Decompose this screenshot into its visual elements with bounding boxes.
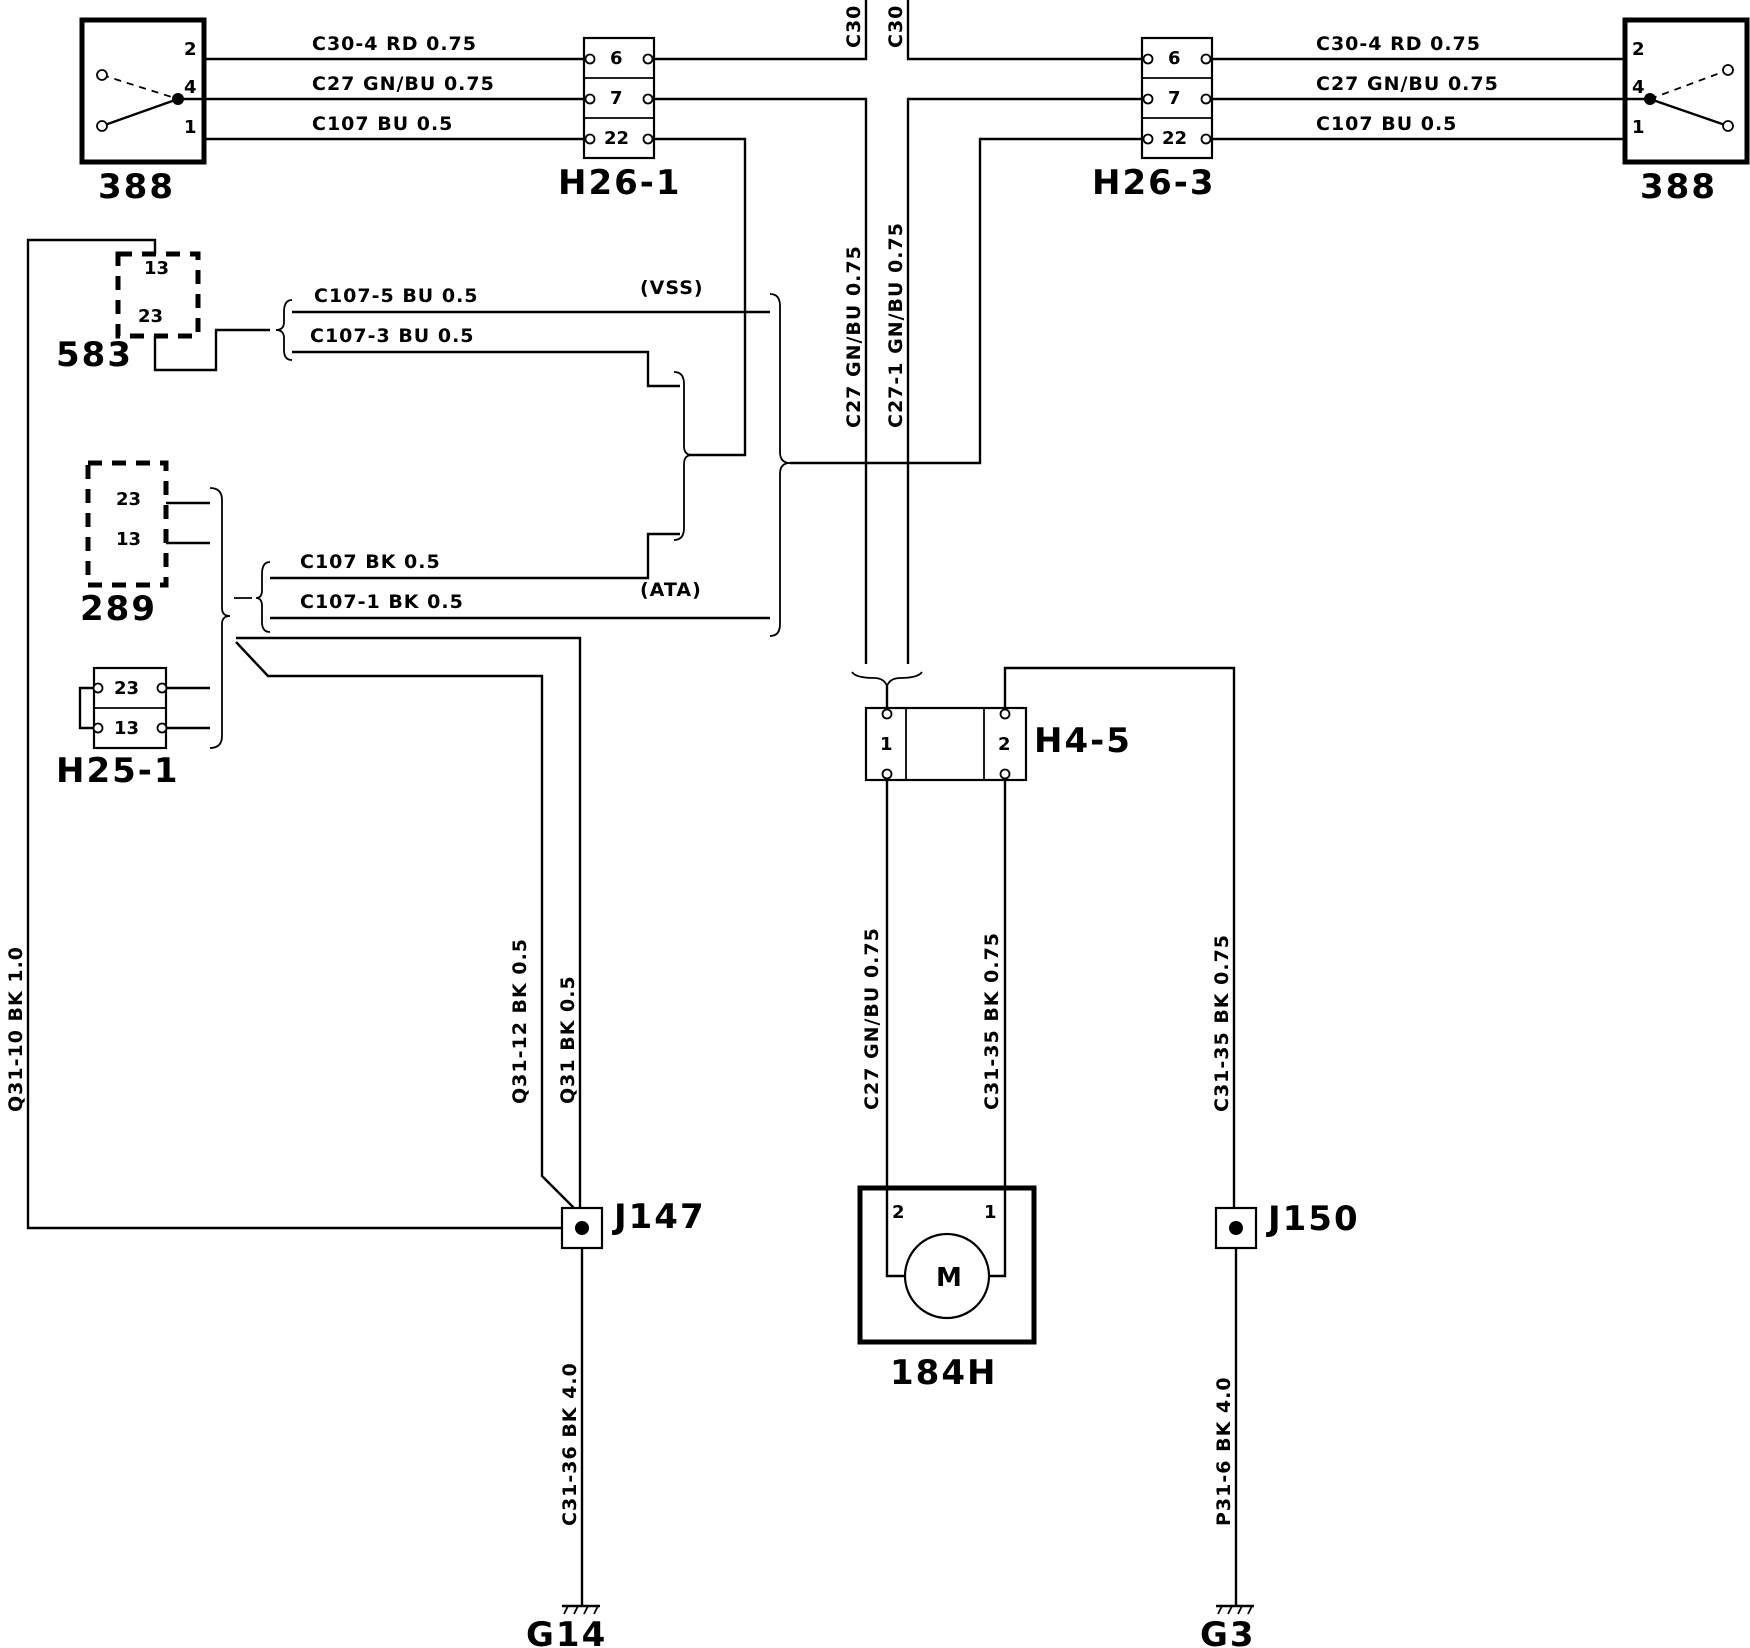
h4-5-pin-1: 1 xyxy=(880,734,893,755)
wire-label-q31-12: Q31-12 BK 0.5 xyxy=(509,938,531,1104)
wire-label-q31: Q31 BK 0.5 xyxy=(557,975,579,1104)
motor-pin-2: 2 xyxy=(892,1202,905,1223)
wire-label-c31-35-right: C31-35 BK 0.75 xyxy=(1211,934,1233,1112)
583-label: 583 xyxy=(56,335,133,375)
h26-3-pin-22: 22 xyxy=(1162,128,1187,149)
switch-left-pin-1: 1 xyxy=(184,117,197,138)
splice-j147: J147 xyxy=(560,1197,706,1250)
wire-label-c107-bk: C107 BK 0.5 xyxy=(300,551,441,573)
motor-184h: M 2 1 184H xyxy=(857,1185,1037,1393)
h25-1-label: H25-1 xyxy=(56,751,180,791)
h26-3-pin-6: 6 xyxy=(1168,48,1181,69)
wire-label-vss: (VSS) xyxy=(640,277,704,299)
h25-1-pin-23: 23 xyxy=(114,678,139,699)
motor-pin-1: 1 xyxy=(984,1202,997,1223)
h26-1-label: H26-1 xyxy=(558,163,682,203)
connector-h4-5: 1 2 H4-5 xyxy=(864,706,1132,782)
switch-right-pin-2: 2 xyxy=(1632,39,1645,60)
switch-left-pin-4: 4 xyxy=(184,77,197,98)
wire-label-q31-10: Q31-10 BK 1.0 xyxy=(5,946,27,1112)
j147-label: J147 xyxy=(612,1197,706,1237)
289-pin-23: 23 xyxy=(116,489,141,510)
wire-label-c30-top-right: C30 xyxy=(885,5,907,48)
switch-right-pin-4: 4 xyxy=(1632,77,1645,98)
wire-label-c27-vertical: C27 GN/BU 0.75 xyxy=(843,245,865,428)
h26-1-pin-6: 6 xyxy=(610,48,623,69)
wire-label-c27-1-vertical: C27-1 GN/BU 0.75 xyxy=(885,222,907,428)
wire-label-c107-5: C107-5 BU 0.5 xyxy=(314,285,479,307)
583-pin-23: 23 xyxy=(138,306,163,327)
h25-1-pin-13: 13 xyxy=(114,718,139,739)
wire-label-c31-36: C31-36 BK 4.0 xyxy=(559,1362,581,1526)
wire-label-c107-right: C107 BU 0.5 xyxy=(1316,113,1457,135)
h4-5-label: H4-5 xyxy=(1034,721,1132,761)
switch-right-pin-1: 1 xyxy=(1632,117,1645,138)
j150-label: J150 xyxy=(1266,1199,1360,1239)
wire-label-ata: (ATA) xyxy=(640,579,702,601)
connector-289: 23 13 289 xyxy=(80,460,169,629)
g3-label: G3 xyxy=(1200,1615,1256,1648)
switch-right-label: 388 xyxy=(1640,167,1717,207)
289-pin-13: 13 xyxy=(116,529,141,550)
h26-1-pin-22: 22 xyxy=(604,128,629,149)
g14-label: G14 xyxy=(526,1615,607,1648)
switch-388-left: 2 4 1 388 xyxy=(79,17,207,207)
connector-h26-1: 6 7 22 H26-1 xyxy=(558,36,682,203)
switch-left-pin-2: 2 xyxy=(184,39,197,60)
splice-j150: J150 xyxy=(1214,1199,1360,1250)
h26-3-pin-7: 7 xyxy=(1168,88,1181,109)
ground-g3: G3 xyxy=(1200,1604,1256,1648)
switch-left-label: 388 xyxy=(98,167,175,207)
wire-label-p31-6: P31-6 BK 4.0 xyxy=(1213,1376,1235,1526)
connector-h25-1: 23 13 H25-1 xyxy=(56,666,180,791)
connector-h26-3: 6 7 22 H26-3 xyxy=(1092,36,1216,203)
wire-label-c107-1: C107-1 BK 0.5 xyxy=(300,591,464,613)
wire-label-c107-3: C107-3 BU 0.5 xyxy=(310,325,475,347)
wire-label-c27-left: C27 GN/BU 0.75 xyxy=(312,73,495,95)
289-label: 289 xyxy=(80,589,157,629)
wire-label-c27-motor: C27 GN/BU 0.75 xyxy=(861,927,883,1110)
wire-label-c30-4-left: C30-4 RD 0.75 xyxy=(312,33,477,55)
wire-label-c30-4-right: C30-4 RD 0.75 xyxy=(1316,33,1481,55)
583-pin-13: 13 xyxy=(144,258,169,279)
wire-label-c30-top-left: C30 xyxy=(843,5,865,48)
motor-label: 184H xyxy=(890,1353,997,1393)
wire-label-c27-right: C27 GN/BU 0.75 xyxy=(1316,73,1499,95)
wire-label-c107-left: C107 BU 0.5 xyxy=(312,113,453,135)
h4-5-pin-2: 2 xyxy=(998,734,1011,755)
connector-583: 13 23 583 xyxy=(56,251,201,375)
motor-symbol: M xyxy=(936,1263,962,1293)
h26-1-pin-7: 7 xyxy=(610,88,623,109)
ground-g14: G14 xyxy=(526,1604,607,1648)
h26-3-label: H26-3 xyxy=(1092,163,1216,203)
wire-label-c31-35-motor: C31-35 BK 0.75 xyxy=(981,932,1003,1110)
switch-388-right: 2 4 1 388 xyxy=(1622,17,1750,207)
